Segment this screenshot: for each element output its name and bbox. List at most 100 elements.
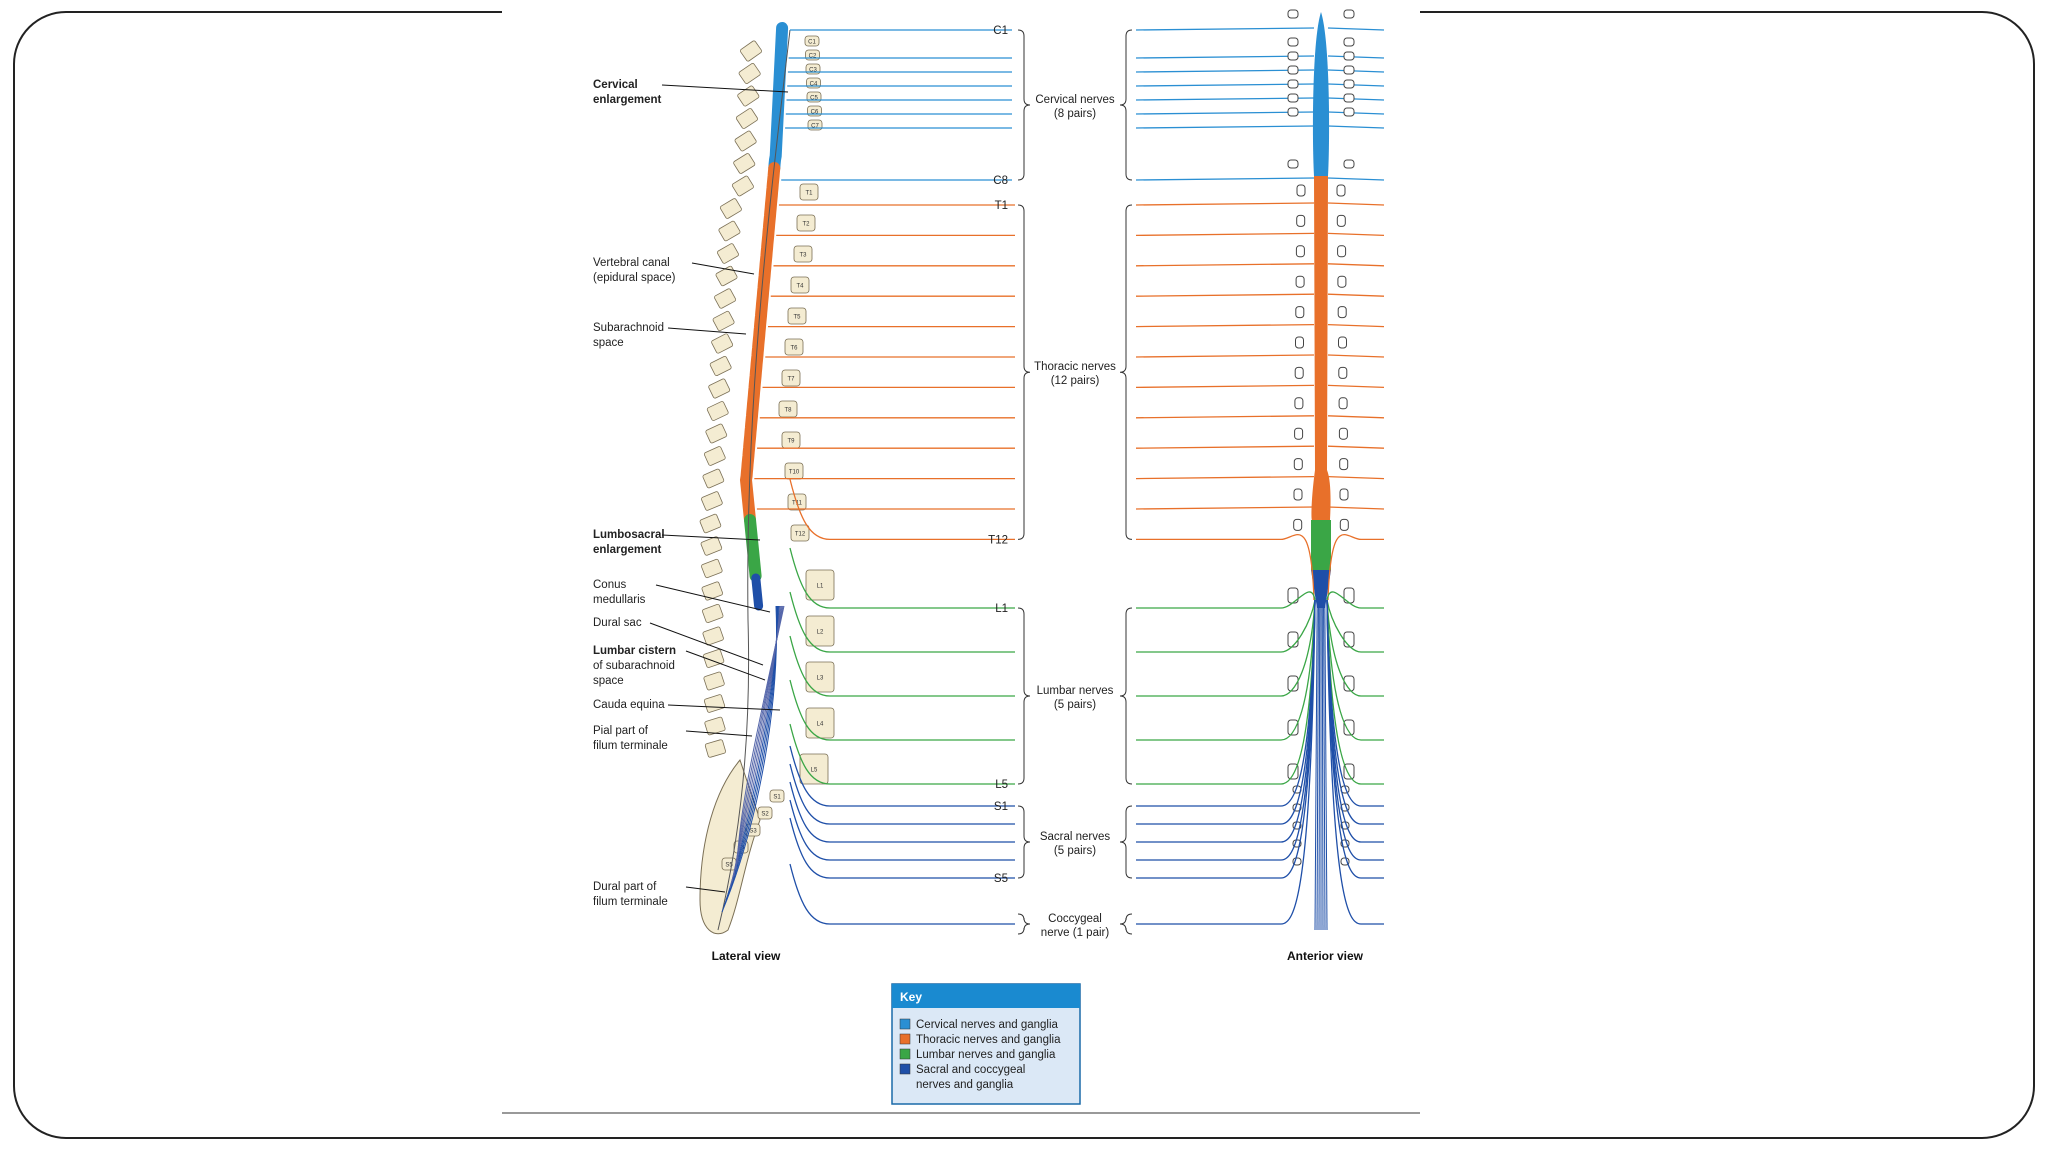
- anterior-vertebra-outline: [1343, 93, 1355, 103]
- anterior-vertebra-outline: [1337, 275, 1347, 288]
- anterior-spinal-nerve: [1327, 445, 1385, 449]
- anterior-vertebra-outline: [1338, 427, 1348, 440]
- vertebral-arch: [703, 671, 725, 691]
- vertebra-label: C3: [809, 68, 817, 74]
- vertebra-body: [804, 35, 820, 47]
- spinal-nerve-figure: C1C2C3C4C5C6C7T1T2T3T4T5T6T7T8T9T10T11T1…: [699, 9, 1385, 939]
- anterior-vertebra-outline: [1336, 214, 1346, 227]
- vertebra-body: [796, 214, 816, 232]
- anterior-spinal-nerve: [1327, 177, 1385, 181]
- anterior-vertebra-outline: [1287, 79, 1299, 89]
- key-item-label: nerves and ganglia: [916, 1079, 1014, 1091]
- annotation-leader-line: [667, 704, 781, 711]
- anterior-vertebra-outline: [1343, 79, 1355, 89]
- nerve-group-name: Cervical nerves: [1035, 94, 1114, 106]
- group-brace-left: [1017, 913, 1031, 935]
- nerve-group-name: Coccygeal: [1048, 913, 1102, 925]
- nerve-group-name: Lumbar nerves: [1037, 685, 1114, 697]
- vertebral-arch: [718, 220, 741, 242]
- anterior-spinal-nerve: [1135, 263, 1315, 267]
- anterior-cord-cervical: [1312, 12, 1330, 176]
- cauda-equina-strand: [737, 605, 785, 865]
- group-brace-right: [1119, 913, 1133, 935]
- anterior-spinal-nerve: [1327, 506, 1385, 510]
- nerve-group-pairs: nerve (1 pair): [1041, 927, 1110, 939]
- anterior-cord-lumbar: [1311, 520, 1331, 570]
- annotation-cauda-equina: Cauda equina: [593, 699, 665, 711]
- vertebra-body: [805, 569, 835, 601]
- anterior-spinal-nerve: [1326, 599, 1384, 653]
- key-swatch: [899, 1018, 911, 1030]
- annotation-leader-line: [691, 262, 755, 275]
- vertebra-label: L1: [817, 584, 824, 590]
- anterior-spinal-nerve: [1326, 599, 1384, 925]
- anterior-vertebra-outline: [1287, 719, 1299, 736]
- anterior-spinal-nerve: [1136, 534, 1315, 601]
- key-title: Key: [900, 990, 922, 1004]
- vertebral-arch: [711, 333, 734, 354]
- anterior-spinal-nerve: [1135, 69, 1315, 73]
- vertebra-label: T7: [787, 377, 795, 383]
- annotation-pial-filum: Pial part of: [593, 725, 649, 737]
- vertebral-arch: [702, 626, 724, 646]
- nerve-group-name: Thoracic nerves: [1034, 361, 1116, 373]
- anterior-spinal-nerve: [1327, 293, 1385, 297]
- vertebral-arch: [700, 536, 723, 556]
- anterior-spinal-nerve: [1136, 599, 1316, 925]
- nerve-level-top-label: L1: [995, 603, 1008, 615]
- vertebral-arch: [701, 558, 723, 579]
- key-swatch: [899, 1033, 911, 1045]
- vertebra-label: S3: [749, 829, 757, 835]
- lateral-spinal-nerve: [789, 635, 1015, 697]
- anterior-vertebra-outline: [1287, 107, 1299, 117]
- annotation-dural-sac: Dural sac: [593, 617, 642, 629]
- nerve-level-top-label: T1: [995, 200, 1008, 212]
- annotation-cervical-enlargement: enlargement: [593, 94, 662, 106]
- annotation-vertebral-canal: (epidural space): [593, 272, 676, 284]
- vertebral-arch: [712, 310, 735, 332]
- anterior-vertebra-outline: [1343, 675, 1355, 692]
- anterior-vertebra-outline: [1296, 214, 1306, 227]
- anterior-spinal-nerve: [1327, 415, 1385, 419]
- anterior-cauda-strand: [1324, 569, 1328, 931]
- anterior-view-title: Anterior view: [1287, 949, 1364, 963]
- anterior-spinal-nerve: [1327, 83, 1385, 87]
- group-brace-left: [1017, 607, 1031, 785]
- vertebra-label: T8: [784, 408, 792, 414]
- vertebral-arch: [701, 581, 723, 601]
- figure-panel: [502, 8, 1420, 1113]
- anterior-spinal-nerve: [1327, 263, 1385, 267]
- vertebra-body: [793, 245, 813, 263]
- vertebra-label: C6: [811, 110, 819, 116]
- anterior-vertebra-outline: [1293, 458, 1303, 471]
- anterior-vertebra-outline: [1337, 245, 1347, 258]
- anterior-vertebra-outline: [1294, 397, 1304, 410]
- vertebral-arch: [735, 108, 758, 129]
- anterior-vertebra-outline: [1287, 9, 1299, 19]
- annotation-leader-line: [649, 622, 764, 666]
- vertebra-body: [745, 823, 761, 837]
- anterior-vertebra-outline: [1343, 37, 1355, 47]
- key-swatch: [899, 1063, 911, 1075]
- key-item-label: Lumbar nerves and ganglia: [916, 1049, 1056, 1061]
- nerve-group-pairs: (5 pairs): [1054, 699, 1096, 711]
- anterior-vertebra-outline: [1295, 275, 1305, 288]
- anterior-vertebra-outline: [1338, 397, 1348, 410]
- anterior-vertebra-outline: [1287, 65, 1299, 75]
- group-brace-right: [1119, 204, 1133, 540]
- group-brace-left: [1017, 805, 1031, 879]
- anterior-cord-thoracic: [1311, 176, 1331, 520]
- annotation-lumbar-cistern: space: [593, 675, 624, 687]
- vertebra-label: C4: [810, 82, 818, 88]
- anterior-vertebra-outline: [1287, 763, 1299, 780]
- vertebra-label: T3: [799, 253, 807, 259]
- anterior-vertebra-outline: [1295, 306, 1305, 319]
- vertebra-body: [805, 615, 835, 647]
- anterior-spinal-nerve: [1135, 415, 1315, 419]
- nerve-level-bottom-label: S5: [994, 873, 1008, 885]
- nerve-level-bottom-label: T12: [988, 534, 1008, 546]
- vertebra-label: L2: [817, 630, 824, 636]
- key-swatch: [899, 1048, 911, 1060]
